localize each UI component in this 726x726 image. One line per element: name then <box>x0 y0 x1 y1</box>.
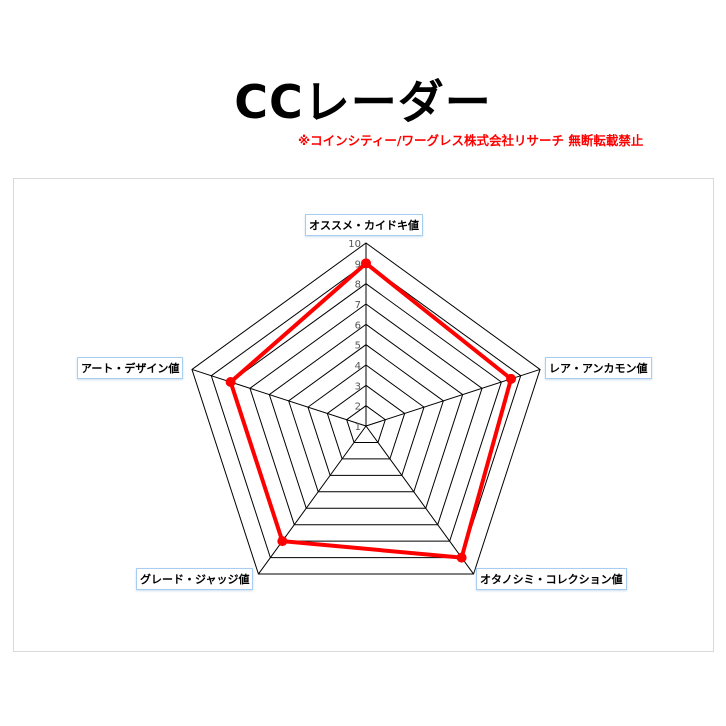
tick-label: 7 <box>355 300 361 311</box>
tick-label: 10 <box>348 239 361 250</box>
data-point <box>225 377 236 388</box>
page-title: CCレーダー <box>234 75 492 129</box>
axis-spoke <box>191 368 367 427</box>
grid-ring <box>288 344 444 493</box>
category-label-4: アート・デザイン値 <box>77 357 184 379</box>
tick-label: 8 <box>355 280 361 291</box>
grid-ring <box>326 384 406 460</box>
data-point <box>506 373 517 384</box>
grid-ring <box>230 283 502 542</box>
tick-label: 9 <box>355 259 361 270</box>
grid-ring <box>191 242 541 575</box>
tick-label: 4 <box>355 361 361 372</box>
data-point <box>277 536 288 547</box>
tick-label: 6 <box>355 320 361 331</box>
tick-label: 2 <box>355 402 361 413</box>
series-line <box>228 261 514 560</box>
tick-label: 3 <box>355 381 361 392</box>
axis-spoke <box>258 425 367 575</box>
chart-area <box>13 178 714 652</box>
category-label-1: レア・アンカモン値 <box>545 357 652 379</box>
data-point <box>456 552 467 563</box>
grid-ring <box>249 303 483 526</box>
axis-spoke <box>365 425 474 575</box>
category-label-0: オススメ・カイドキ値 <box>305 214 423 236</box>
category-label-2: オタノシミ・コレクション値 <box>476 568 627 590</box>
grid-ring <box>307 364 425 476</box>
grid-ring <box>210 262 522 559</box>
copyright-note: ※コインシティー/ワーグレス株式会社リサーチ 無断転載禁止 <box>298 133 644 148</box>
tick-label: 1 <box>355 422 361 433</box>
grid-ring <box>268 323 464 509</box>
data-point <box>361 258 371 269</box>
tick-label: 5 <box>355 341 361 352</box>
grid-ring <box>346 405 386 443</box>
category-label-3: グレード・ジャッジ値 <box>136 568 254 590</box>
